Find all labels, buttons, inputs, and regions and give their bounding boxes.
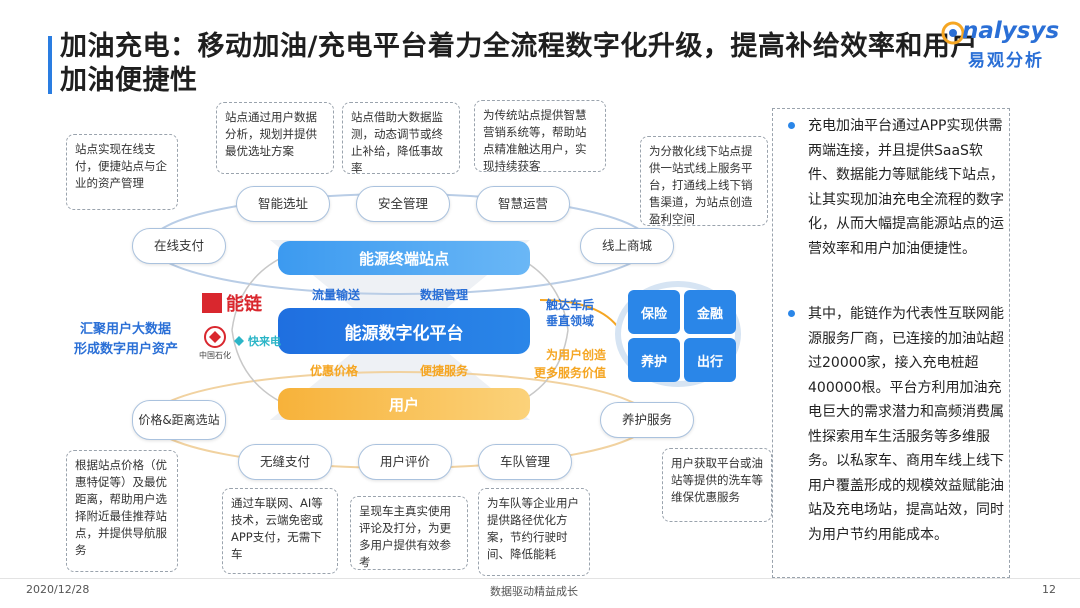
left-label-line1: 汇聚用户大数据	[80, 322, 172, 337]
callout-online-payment: 站点实现在线支付，便捷站点与企业的资产管理	[66, 134, 178, 210]
footer-date: 2020/12/28	[26, 583, 90, 596]
right-text-panel	[772, 108, 1010, 578]
callout-online-mall: 为分散化线下站点提供一站式线上服务平台，打通线上线下销售渠道，为站点创造盈利空间	[640, 136, 768, 226]
pill-online-mall: 线上商城	[580, 228, 674, 264]
left-label-line2: 形成数字用户资产	[74, 342, 179, 357]
callout-maintenance: 用户获取平台或油站等提供的洗车等维保优惠服务	[662, 448, 772, 522]
callout-fleet-management: 为车队等企业用户提供路径优化方案，节约行驶时间、降低能耗	[478, 488, 590, 576]
logo-text: nalysys	[962, 18, 1060, 44]
nengl-logo-icon	[202, 293, 222, 313]
service-maintenance: 养护	[628, 338, 680, 382]
brand-kuailai: 快来电	[248, 335, 281, 348]
pill-price-distance: 价格&距离选站	[132, 400, 226, 440]
footer-slogan: 数据驱动精益成长	[490, 585, 578, 598]
callout-safety: 站点借助大数据监测，动态调节或终止补给，降低事故率	[342, 102, 460, 175]
label-data-management: 数据管理	[420, 288, 469, 302]
callout-user-review: 呈现车主真实使用评论及打分，为更多用户提供有效参考	[350, 496, 468, 570]
page-title: 加油充电：移动加油/充电平台着力全流程数字化升级，提高补给效率和用户加油便捷性	[60, 31, 978, 96]
band-energy-platform: 能源数字化平台	[278, 308, 530, 354]
label-convenient-service: 便捷服务	[420, 364, 469, 378]
pill-smart-site-selection: 智能选址	[236, 186, 330, 222]
sinopec-logo-icon	[204, 326, 226, 348]
brand-sinopec: 中国石化	[199, 351, 231, 360]
analysys-logo-icon	[941, 21, 965, 45]
bullet-dot-1	[788, 122, 795, 129]
label-traffic: 流量输送	[312, 288, 361, 302]
logo-cn: 易观分析	[968, 51, 1044, 71]
right-orange-line1: 为用户创造	[546, 348, 607, 362]
service-travel: 出行	[684, 338, 736, 382]
bullet-dot-2	[788, 310, 795, 317]
callout-price-distance: 根据站点价格（优惠特促等）及最优距离，帮助用户选择附近最佳推荐站点，并提供导航服…	[66, 450, 178, 572]
kuailai-logo-icon	[234, 336, 244, 346]
pill-seamless-payment: 无缝支付	[238, 444, 332, 480]
title-accent-bar	[48, 36, 52, 94]
brand-nengl: 能链	[226, 294, 262, 315]
services-ring	[615, 281, 741, 387]
callout-site-selection: 站点通过用户数据分析，规划并提供最优选址方案	[216, 102, 334, 174]
footer-divider	[0, 578, 1080, 579]
right-blue-line1: 触达车后	[546, 298, 595, 312]
callout-operations: 为传统站点提供智慧营销系统等，帮助站点精准触达用户，实现持续获客	[474, 100, 606, 173]
service-finance: 金融	[684, 290, 736, 334]
pill-user-review: 用户评价	[358, 444, 452, 480]
service-insurance: 保险	[628, 290, 680, 334]
services-arrow	[539, 299, 621, 331]
right-paragraph-2: 其中，能链作为代表性互联网能源服务厂商，已连接的加油站超过20000家，接入充电…	[808, 306, 1004, 543]
callout-seamless-payment: 通过车联网、AI等技术，云端免密或APP支付，无需下车	[222, 488, 338, 574]
label-discount-price: 优惠价格	[310, 364, 359, 378]
pill-safety-management: 安全管理	[356, 186, 450, 222]
right-orange-line2: 更多服务价值	[534, 366, 607, 380]
right-paragraph-1: 充电加油平台通过APP实现供需两端连接，并且提供SaaS软件、数据能力等赋能线下…	[808, 118, 1004, 257]
pill-online-payment: 在线支付	[132, 228, 226, 264]
band-user: 用户	[278, 388, 530, 420]
footer-page-number: 12	[1042, 583, 1056, 596]
pill-smart-operations: 智慧运营	[476, 186, 570, 222]
right-blue-line2: 垂直领域	[546, 314, 595, 328]
band-energy-terminal: 能源终端站点	[278, 241, 530, 275]
pill-maintenance-service: 养护服务	[600, 402, 694, 438]
pill-fleet-management: 车队管理	[478, 444, 572, 480]
